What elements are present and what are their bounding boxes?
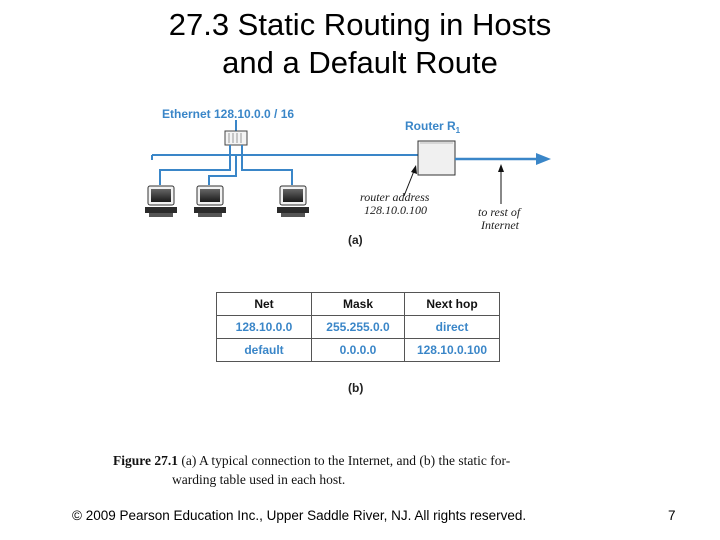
router-label-text: Router R	[405, 119, 456, 133]
copyright-footer: © 2009 Pearson Education Inc., Upper Sad…	[72, 508, 527, 523]
slide-title: 27.3 Static Routing in Hosts and a Defau…	[0, 6, 720, 82]
figure-caption-line-2: warding table used in each host.	[172, 472, 346, 487]
subfigure-a-label: (a)	[348, 233, 363, 247]
host-computer-icon	[194, 185, 226, 217]
figure-caption: Figure 27.1 (a) A typical connection to …	[113, 451, 603, 489]
table-cell-mask: 0.0.0.0	[311, 338, 405, 362]
table-row: default 0.0.0.0 128.10.0.100	[216, 338, 500, 362]
table-cell-mask: 255.255.0.0	[311, 315, 405, 339]
table-cell-next-hop: direct	[404, 315, 500, 339]
figure-caption-label: Figure 27.1	[113, 453, 178, 468]
host-drop-lines	[159, 155, 293, 185]
table-cell-net: default	[216, 338, 312, 362]
ethernet-label: Ethernet 128.10.0.0 / 16	[162, 107, 294, 121]
host-computer-icon	[277, 185, 309, 217]
slide-title-line-1: 27.3 Static Routing in Hosts	[168, 7, 552, 42]
table-cell-next-hop: 128.10.0.100	[404, 338, 500, 362]
table-row: 128.10.0.0 255.255.0.0 direct	[216, 315, 500, 339]
forwarding-table: Net Mask Next hop 128.10.0.0 255.255.0.0…	[216, 292, 500, 362]
table-header-row: Net Mask Next hop	[216, 292, 500, 316]
figure-caption-line-1: (a) A typical connection to the Internet…	[181, 453, 511, 468]
router-label: Router R1	[405, 119, 461, 135]
column-header-net: Net	[216, 292, 312, 316]
router-label-subscript: 1	[456, 126, 461, 135]
internet-label-line-1: to rest of	[478, 205, 522, 219]
ethernet-hub-icon	[224, 120, 248, 155]
column-header-next-hop: Next hop	[404, 292, 500, 316]
host-computer-icon	[145, 185, 177, 217]
table-cell-net: 128.10.0.0	[216, 315, 312, 339]
column-header-mask: Mask	[311, 292, 405, 316]
router-address-label-line-2: 128.10.0.100	[364, 203, 427, 217]
page-number: 7	[668, 508, 676, 523]
router-address-label-line-1: router address	[360, 190, 430, 204]
slide-title-line-2: and a Default Route	[222, 45, 498, 80]
subfigure-b-label: (b)	[348, 381, 363, 395]
internet-label-line-2: Internet	[480, 218, 520, 232]
internet-pointer	[498, 164, 504, 204]
ethernet-backbone	[151, 154, 418, 160]
router-address-pointer	[403, 165, 417, 197]
router-icon	[417, 140, 456, 176]
internet-link-arrow	[455, 153, 551, 165]
